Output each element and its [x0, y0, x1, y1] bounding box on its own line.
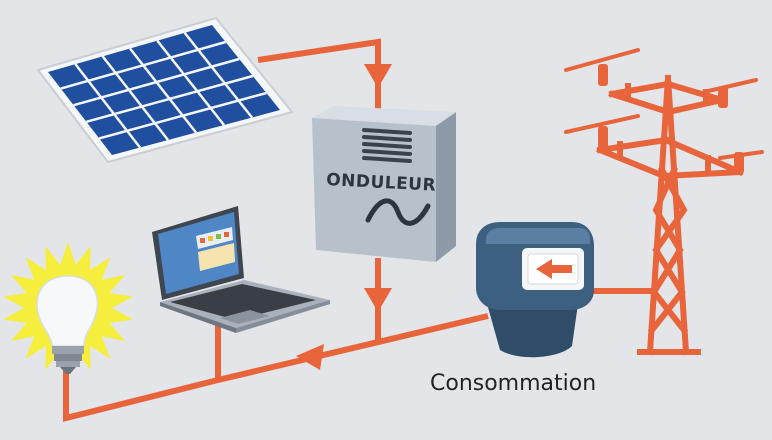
- flow-arrow-icon: [536, 259, 572, 279]
- solar-panel-icon: [36, 16, 294, 164]
- inverter-icon: ONDULEUR: [312, 106, 456, 262]
- power-lines: [564, 48, 764, 160]
- wire-consumption-rail: [63, 313, 489, 422]
- wire-panel-to-inverter: [257, 38, 381, 112]
- flow-arrows: [296, 64, 392, 370]
- electric-meter-icon: [476, 222, 594, 358]
- flow-arrow-icon: [364, 288, 392, 312]
- flow-arrow-icon: [364, 64, 392, 88]
- wires: [63, 38, 652, 422]
- light-bulb-icon: [3, 242, 133, 374]
- consumption-label: Consommation: [430, 371, 596, 396]
- laptop-icon: [152, 206, 330, 333]
- pylon-insulators: [598, 64, 744, 174]
- power-pylon-icon: [596, 74, 744, 356]
- flow-arrow-icon: [296, 344, 324, 370]
- sine-wave-icon: [365, 198, 431, 226]
